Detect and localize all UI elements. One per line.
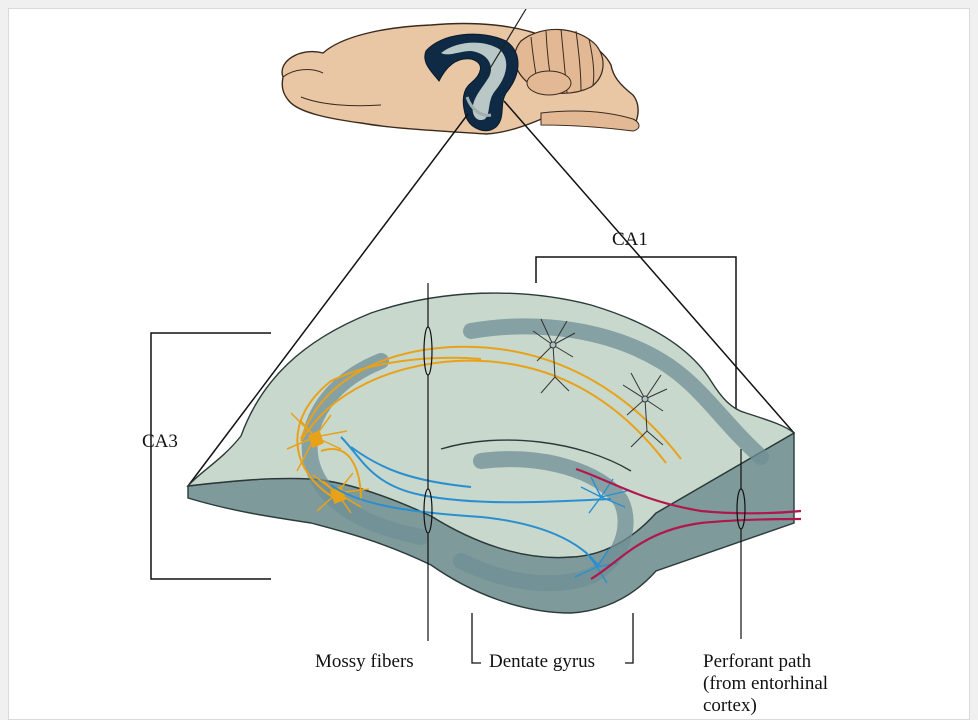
mossy-fibers-label: Mossy fibers: [315, 651, 414, 673]
perforant-line-2: (from entorhinal: [703, 673, 828, 695]
perforant-line-1: Perforant path: [703, 651, 828, 673]
hippocampus-diagram: [9, 9, 970, 720]
figure-frame: CA1 CA3 Mossy fibers Dentate gyrus Perfo…: [8, 8, 970, 720]
ca3-label: CA3: [142, 431, 178, 453]
cerebellum: [515, 29, 603, 95]
perforant-line-3: cortex): [703, 695, 828, 717]
dentate-gyrus-label: Dentate gyrus: [489, 651, 595, 673]
rat-brain-illustration: [282, 9, 639, 134]
perforant-path-label: Perforant path (from entorhinal cortex): [703, 651, 828, 717]
ca1-label: CA1: [612, 229, 648, 251]
